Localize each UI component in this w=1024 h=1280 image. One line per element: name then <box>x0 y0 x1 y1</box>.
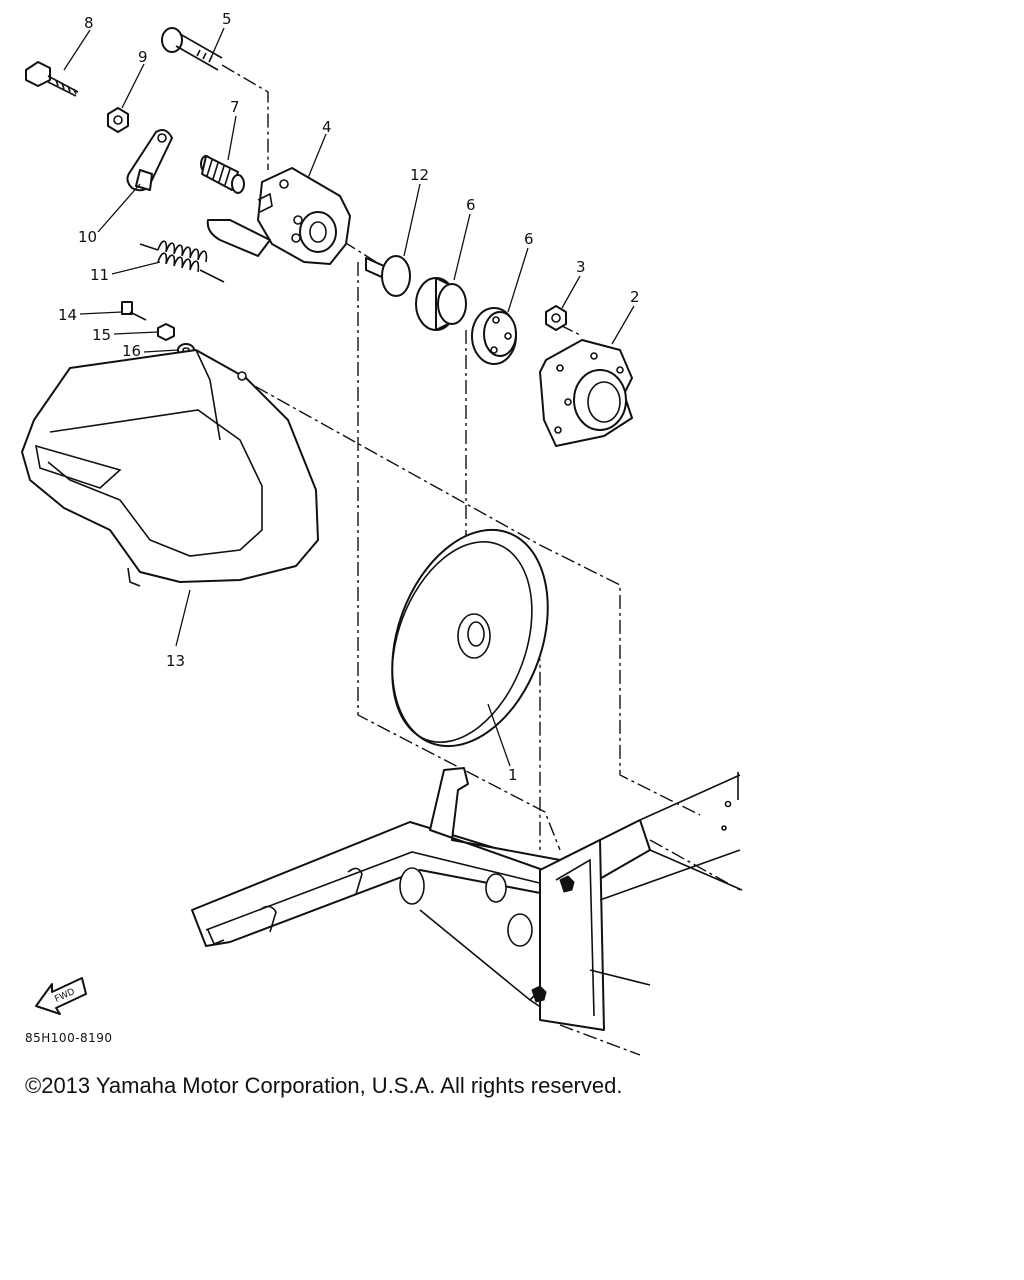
belt-guard-part-13 <box>21 349 319 587</box>
callout-4: 4 <box>322 118 332 136</box>
arm-part-10 <box>126 129 173 192</box>
bolt-part-8 <box>25 61 79 97</box>
pulley-disc-part-1 <box>391 528 549 748</box>
callout-16: 16 <box>122 342 141 360</box>
plate-part-2 <box>539 339 633 447</box>
fwd-arrow-icon: FWD <box>35 977 87 1015</box>
nut-part-9 <box>107 107 129 133</box>
callout-12: 12 <box>410 166 429 184</box>
washer-part-15 <box>157 323 175 341</box>
callout-15: 15 <box>92 326 111 344</box>
callout-5: 5 <box>222 10 232 28</box>
leader-lines <box>63 27 635 767</box>
bushing-part-6b <box>471 307 517 365</box>
callout-6a: 6 <box>466 196 476 214</box>
housing-part-4 <box>206 167 351 265</box>
exploded-parts-diagram: 8 5 9 7 4 12 6 6 3 2 10 11 14 15 16 13 1… <box>21 10 743 1056</box>
cap-part-12 <box>365 255 411 297</box>
nut-part-3 <box>545 305 567 331</box>
callout-11: 11 <box>90 266 109 284</box>
bushing-part-6a <box>415 277 467 331</box>
bolt-part-5 <box>161 27 223 71</box>
spring-part-11 <box>139 240 225 283</box>
alignment-lines <box>189 64 741 1056</box>
callout-3: 3 <box>576 258 586 276</box>
callout-6b: 6 <box>524 230 534 248</box>
callout-7: 7 <box>230 98 240 116</box>
callout-9: 9 <box>138 48 148 66</box>
callout-numbers: 8 5 9 7 4 12 6 6 3 2 10 11 14 15 16 13 1 <box>58 10 640 784</box>
callout-1: 1 <box>508 766 518 784</box>
callout-10: 10 <box>78 228 97 246</box>
callout-8: 8 <box>84 14 94 32</box>
callout-2: 2 <box>630 288 640 306</box>
drawing-code: 85H100-8190 <box>25 1031 113 1045</box>
adjuster-part-7 <box>200 155 245 194</box>
callout-13: 13 <box>166 652 185 670</box>
copyright-notice: ©2013 Yamaha Motor Corporation, U.S.A. A… <box>25 1073 623 1098</box>
screw-part-14 <box>121 301 147 321</box>
frame-assembly <box>191 767 743 1031</box>
callout-14: 14 <box>58 306 77 324</box>
